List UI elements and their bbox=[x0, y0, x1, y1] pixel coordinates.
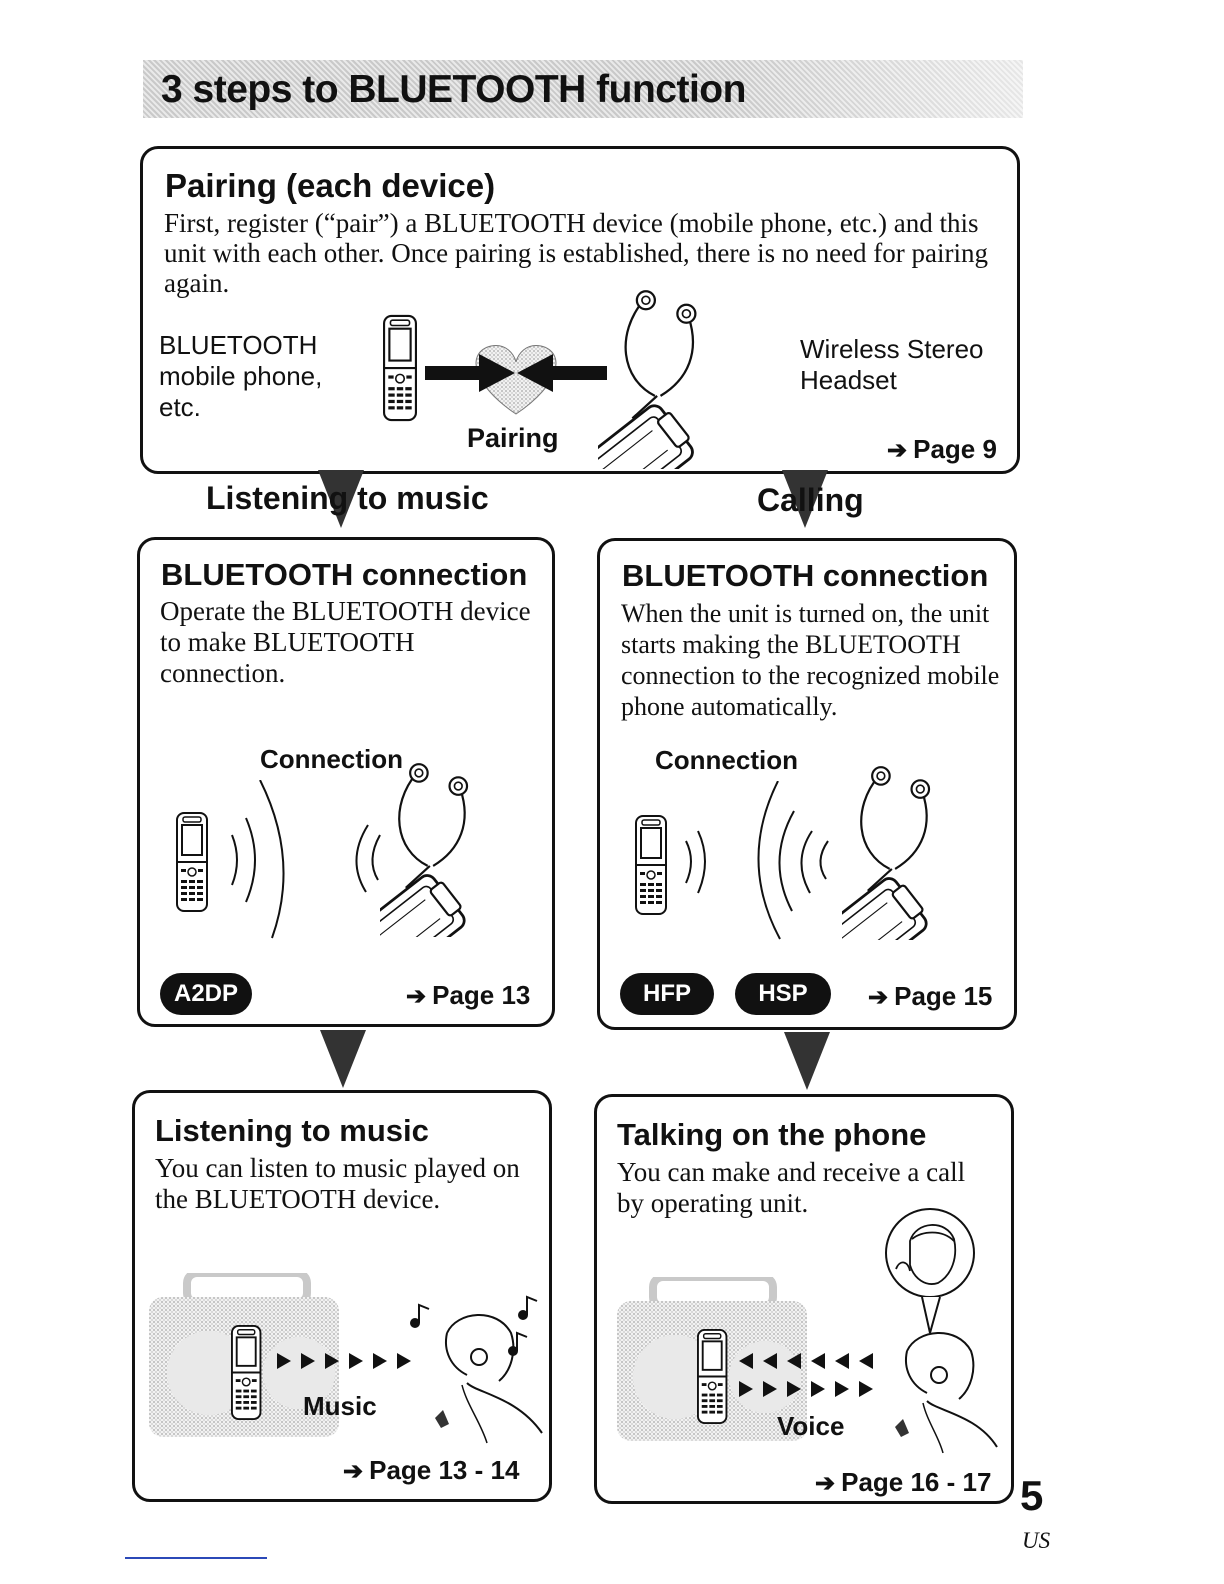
listening-body: You can listen to music played on the BL… bbox=[155, 1153, 520, 1214]
boombox-phone-music-illustration bbox=[149, 1273, 411, 1437]
boombox-icon bbox=[617, 1277, 807, 1441]
stereo-headset-icon bbox=[380, 762, 473, 937]
music-connection-body: Operate the BLUETOOTH device to make BLU… bbox=[160, 596, 531, 688]
talking-panel: Talking on the phone You can make and re… bbox=[594, 1094, 1014, 1504]
profile-badge-a2dp: A2DP bbox=[160, 973, 252, 1015]
right-arrow-icon: ➔ bbox=[887, 437, 908, 464]
call-connection-panel: BLUETOOTH connection When the unit is tu… bbox=[597, 538, 1017, 1030]
footer-rule bbox=[125, 1557, 267, 1559]
talking-page-ref[interactable]: ➔Page 16 - 17 bbox=[815, 1467, 992, 1497]
right-arrow-icon: ➔ bbox=[815, 1470, 836, 1497]
title-bar: 3 steps to BLUETOOTH function bbox=[143, 60, 1023, 118]
mobile-phone-icon bbox=[230, 1324, 262, 1421]
stereo-headset-icon bbox=[598, 289, 702, 469]
down-arrow-icon bbox=[320, 1030, 366, 1088]
radio-wave-icon bbox=[685, 781, 829, 940]
listening-panel: Listening to music You can listen to mus… bbox=[132, 1090, 552, 1502]
music-connection-heading: BLUETOOTH connection bbox=[161, 557, 528, 592]
right-arrow-icon: ➔ bbox=[406, 983, 427, 1010]
left-arrow-icon bbox=[517, 354, 607, 392]
radio-wave-icon bbox=[231, 780, 381, 939]
call-connection-body: When the unit is turned on, the unit sta… bbox=[621, 599, 1000, 721]
music-connection-panel: BLUETOOTH connection Operate the BLUETOO… bbox=[137, 537, 555, 1027]
page-number: 5 bbox=[1020, 1472, 1044, 1519]
profile-badge-hsp: HSP bbox=[735, 973, 831, 1015]
listening-page-ref[interactable]: ➔Page 13 - 14 bbox=[343, 1455, 520, 1485]
heart-icon bbox=[475, 345, 557, 415]
right-arrow-icon: ➔ bbox=[343, 1458, 364, 1485]
talking-heading: Talking on the phone bbox=[617, 1117, 927, 1152]
right-arrow-icon bbox=[739, 1381, 873, 1397]
mobile-phone-icon bbox=[697, 1328, 728, 1425]
pairing-body: First, register (“pair”) a BLUETOOTH dev… bbox=[164, 208, 989, 298]
call-connection-label: Connection bbox=[655, 745, 798, 775]
pairing-center-label: Pairing bbox=[467, 423, 559, 453]
pairing-right-label: Wireless Stereo Headset bbox=[800, 334, 984, 395]
mobile-phone-icon bbox=[635, 815, 667, 915]
music-connection-page-ref[interactable]: ➔Page 13 bbox=[406, 980, 531, 1010]
listener-with-headset-illustration bbox=[410, 1295, 543, 1444]
call-connection-heading: BLUETOOTH connection bbox=[622, 558, 989, 593]
pairing-heading: Pairing (each device) bbox=[165, 167, 496, 204]
title-bar-fade bbox=[723, 60, 1023, 118]
profile-badge-hfp: HFP bbox=[620, 973, 714, 1015]
left-arrow-icon bbox=[739, 1353, 873, 1369]
talking-label: Voice bbox=[777, 1411, 845, 1441]
music-connection-label: Connection bbox=[260, 744, 403, 774]
call-connection-page-ref[interactable]: ➔Page 15 bbox=[868, 981, 993, 1011]
branch-label-music: Listening to music bbox=[206, 480, 489, 516]
listening-label: Music bbox=[303, 1391, 377, 1421]
right-arrow-icon bbox=[425, 354, 515, 392]
boombox-phone-voice-illustration bbox=[617, 1277, 873, 1441]
pairing-arrows-heart bbox=[425, 345, 607, 415]
pairing-left-label: BLUETOOTH mobile phone, etc. bbox=[159, 330, 323, 422]
down-arrow-icon bbox=[784, 1032, 830, 1090]
music-note-icon bbox=[410, 1295, 538, 1356]
pairing-page-ref[interactable]: ➔Page 9 bbox=[887, 434, 997, 464]
stereo-headset-icon bbox=[842, 765, 935, 940]
pairing-panel: Pairing (each device) First, register (“… bbox=[140, 146, 1020, 474]
down-arrow-icon bbox=[318, 470, 364, 528]
page-title: 3 steps to BLUETOOTH function bbox=[161, 68, 746, 111]
region-code: US bbox=[1022, 1528, 1051, 1553]
mobile-phone-icon bbox=[176, 812, 208, 912]
listening-heading: Listening to music bbox=[155, 1113, 429, 1148]
caller-with-headset-illustration bbox=[895, 1332, 998, 1454]
down-arrow-icon bbox=[782, 470, 828, 528]
right-arrow-icon: ➔ bbox=[868, 984, 889, 1011]
right-arrow-icon bbox=[277, 1353, 411, 1369]
branch-label-calling: Calling bbox=[757, 482, 864, 518]
talking-body: You can make and receive a call by opera… bbox=[617, 1157, 966, 1218]
mobile-phone-icon bbox=[383, 314, 417, 422]
